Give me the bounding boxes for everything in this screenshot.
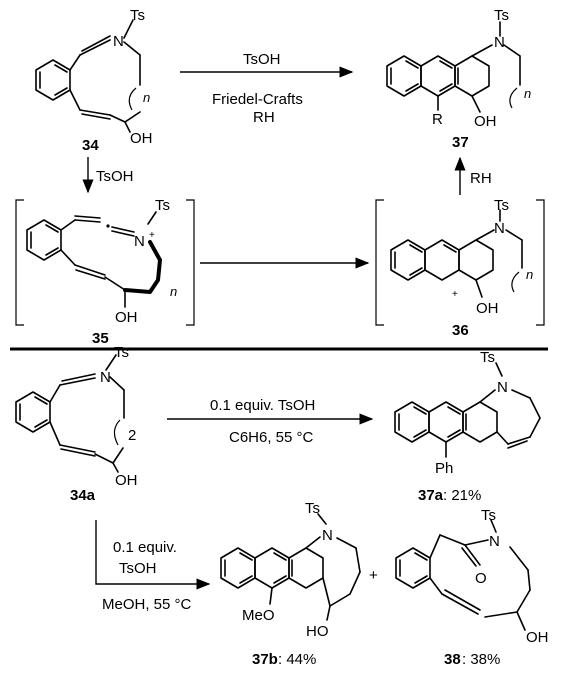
subscript-n: n	[143, 90, 150, 105]
charge-plus: +	[149, 230, 155, 241]
subscript-2: 2	[128, 427, 136, 444]
structure-34a: N Ts OH 2 34a	[15, 344, 138, 504]
subscript-n: n	[524, 86, 531, 101]
structure-36: N Ts OH + n 36	[390, 197, 533, 339]
arrow-34a-to-37b: 0.1 equiv. TsOH MeOH, 55 °C	[95, 520, 211, 613]
structure-37: N Ts R OH n 37	[386, 7, 531, 151]
atom-ts: Ts	[114, 344, 129, 361]
arrow-34-to-37: TsOH Friedel-Crafts RH	[180, 51, 354, 126]
atom-n: N	[497, 379, 508, 396]
atom-n: N	[322, 527, 333, 544]
bracket-36	[375, 199, 545, 326]
charge-plus: +	[452, 289, 458, 300]
atom-n: N	[489, 533, 500, 550]
atom-n: N	[134, 233, 145, 250]
compound-label-35: 35	[92, 330, 109, 347]
atom-ts: Ts	[494, 197, 509, 214]
arrow-36-to-37: RH	[454, 156, 492, 195]
reagent-label: 0.1 equiv.	[113, 539, 177, 556]
compound-label-38: 38	[444, 651, 461, 668]
reagent-label: TsOH	[243, 51, 281, 68]
atom-ts: Ts	[305, 500, 320, 517]
yield-37a: : 21%	[443, 487, 481, 504]
atom-ts: Ts	[480, 349, 495, 366]
condition-label: MeOH, 55 °C	[102, 596, 192, 613]
structure-35: N + Ts OH n 35	[26, 197, 177, 347]
structure-34: N Ts OH n 34	[35, 7, 153, 154]
compound-label-34: 34	[82, 137, 99, 154]
compound-label-36: 36	[452, 322, 469, 339]
atom-n: N	[494, 34, 505, 51]
plus-sign: +	[369, 567, 378, 584]
structure-37a: N Ts Ph 37a : 21%	[394, 349, 541, 504]
atom-ph: Ph	[435, 460, 453, 477]
compound-label-37a: 37a	[418, 487, 444, 504]
atom-ho: HO	[306, 623, 329, 640]
yield-38: : 38%	[462, 651, 500, 668]
atom-ts: Ts	[481, 507, 496, 524]
atom-oh: OH	[115, 472, 138, 489]
atom-oh: OH	[476, 300, 499, 317]
atom-oh: OH	[130, 130, 153, 147]
bracket-35	[15, 199, 195, 326]
reagent-label: RH	[470, 170, 492, 187]
reagent-label: 0.1 equiv. TsOH	[210, 397, 315, 414]
atom-ts: Ts	[130, 7, 145, 24]
condition-label: Friedel-Crafts	[212, 91, 303, 108]
atom-meo: MeO	[242, 607, 275, 624]
atom-oh: OH	[526, 629, 549, 646]
arrow-34-to-35: TsOH	[82, 157, 134, 194]
structure-37b: N Ts MeO HO 37b : 44%	[220, 500, 361, 668]
condition-label: RH	[253, 109, 275, 126]
compound-label-37: 37	[452, 134, 469, 151]
arrow-34a-to-37a: 0.1 equiv. TsOH C6H6, 55 °C	[167, 397, 374, 446]
atom-oh: OH	[115, 309, 138, 326]
subscript-n: n	[170, 284, 177, 299]
atom-n: N	[494, 220, 505, 237]
condition-label: C6H6, 55 °C	[229, 429, 314, 446]
atom-n: N	[100, 369, 111, 386]
atom-ts: Ts	[494, 7, 509, 24]
atom-oh: OH	[474, 113, 497, 130]
reagent-label: TsOH	[96, 168, 134, 185]
atom-o: O	[475, 570, 487, 587]
atom-n: N	[113, 33, 124, 50]
atom-r: R	[432, 111, 443, 128]
atom-ts: Ts	[155, 197, 170, 214]
reagent-label: TsOH	[119, 560, 157, 577]
structure-38: N Ts O OH 38 : 38%	[395, 507, 549, 668]
yield-37b: : 44%	[278, 651, 316, 668]
subscript-n: n	[526, 267, 533, 282]
compound-label-37b: 37b	[252, 651, 278, 668]
compound-label-34a: 34a	[70, 487, 96, 504]
